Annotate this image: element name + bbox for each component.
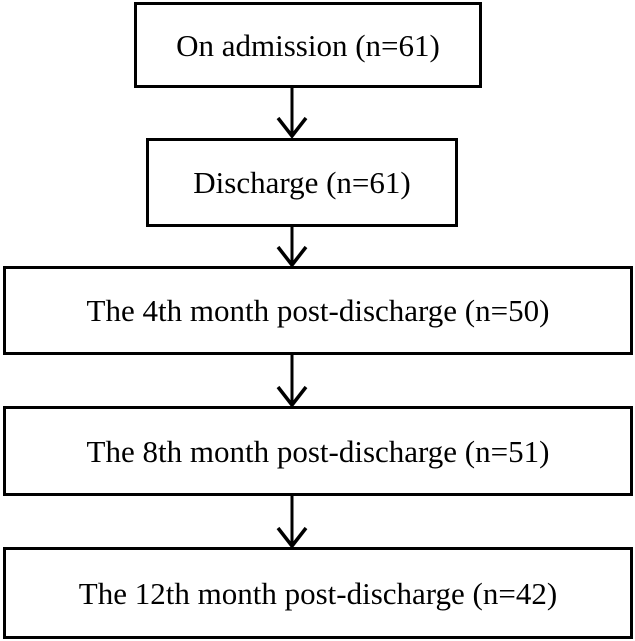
arrow-down-icon xyxy=(276,227,308,268)
step-label-12th-month: The 12th month post-discharge (n=42) xyxy=(78,575,558,611)
step-box-on-admission: On admission (n=61) xyxy=(134,2,482,88)
step-label-on-admission: On admission (n=61) xyxy=(176,27,440,63)
arrow-down-icon xyxy=(276,496,308,549)
step-label-4th-month: The 4th month post-discharge (n=50) xyxy=(86,293,550,328)
step-box-discharge: Discharge (n=61) xyxy=(146,138,458,227)
step-label-8th-month: The 8th month post-discharge (n=51) xyxy=(86,433,550,469)
step-label-discharge: Discharge (n=61) xyxy=(193,165,411,200)
step-box-8th-month: The 8th month post-discharge (n=51) xyxy=(3,406,633,496)
step-box-12th-month: The 12th month post-discharge (n=42) xyxy=(3,547,633,639)
arrow-down-icon xyxy=(276,88,308,139)
step-box-4th-month: The 4th month post-discharge (n=50) xyxy=(3,266,633,355)
arrow-down-icon xyxy=(276,355,308,408)
